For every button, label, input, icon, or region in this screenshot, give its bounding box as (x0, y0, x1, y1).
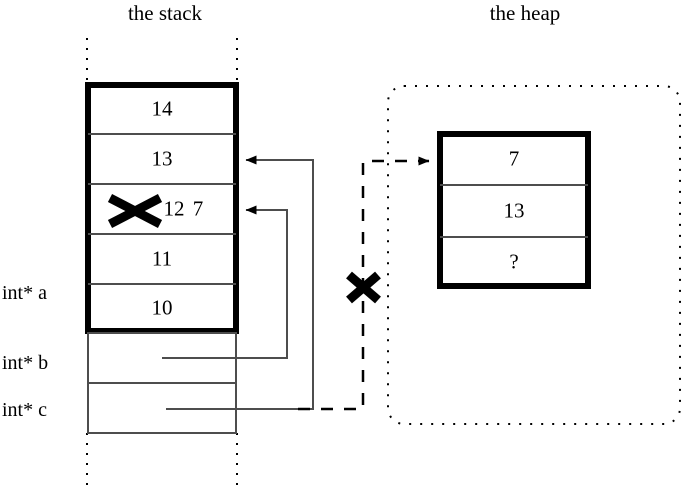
invalid-link-x-mark (346, 271, 381, 304)
stack-cell-10-value: 10 (151, 295, 173, 320)
heap-cell-1: 13 (439, 185, 589, 237)
heap-title: the heap (489, 1, 561, 25)
stack-title: the stack (127, 1, 203, 25)
stack-cell-13: 13 (88, 134, 236, 184)
stack-cell-13-value: 13 (151, 146, 173, 171)
stack-cell-14: 14 (88, 84, 236, 134)
stack-cell-11: 11 (88, 234, 236, 284)
stack-cell-10: 10 (88, 284, 236, 332)
pointer-label-b: int* b (2, 352, 49, 374)
heap-cell-1-value: 13 (503, 198, 525, 223)
heap-cell-2-value: ? (509, 249, 519, 274)
pointer-label-a: int* a (2, 282, 47, 304)
stack-cell-14-value: 14 (151, 96, 173, 121)
heap-cell-0: 7 (439, 133, 589, 185)
stack-cell-11-value: 11 (151, 246, 173, 271)
stack-pointer-boxes (87, 332, 237, 434)
heap-cell-2: ? (439, 237, 589, 287)
stack-cell-struck-new-value-wrap: 7 (168, 184, 228, 234)
stack-cell-struck-new-value: 7 (192, 196, 204, 221)
invalid-heap-pointer-dashed (298, 156, 430, 411)
heap-cell-0-value: 7 (508, 146, 520, 171)
pointer-label-c: int* c (2, 399, 47, 421)
